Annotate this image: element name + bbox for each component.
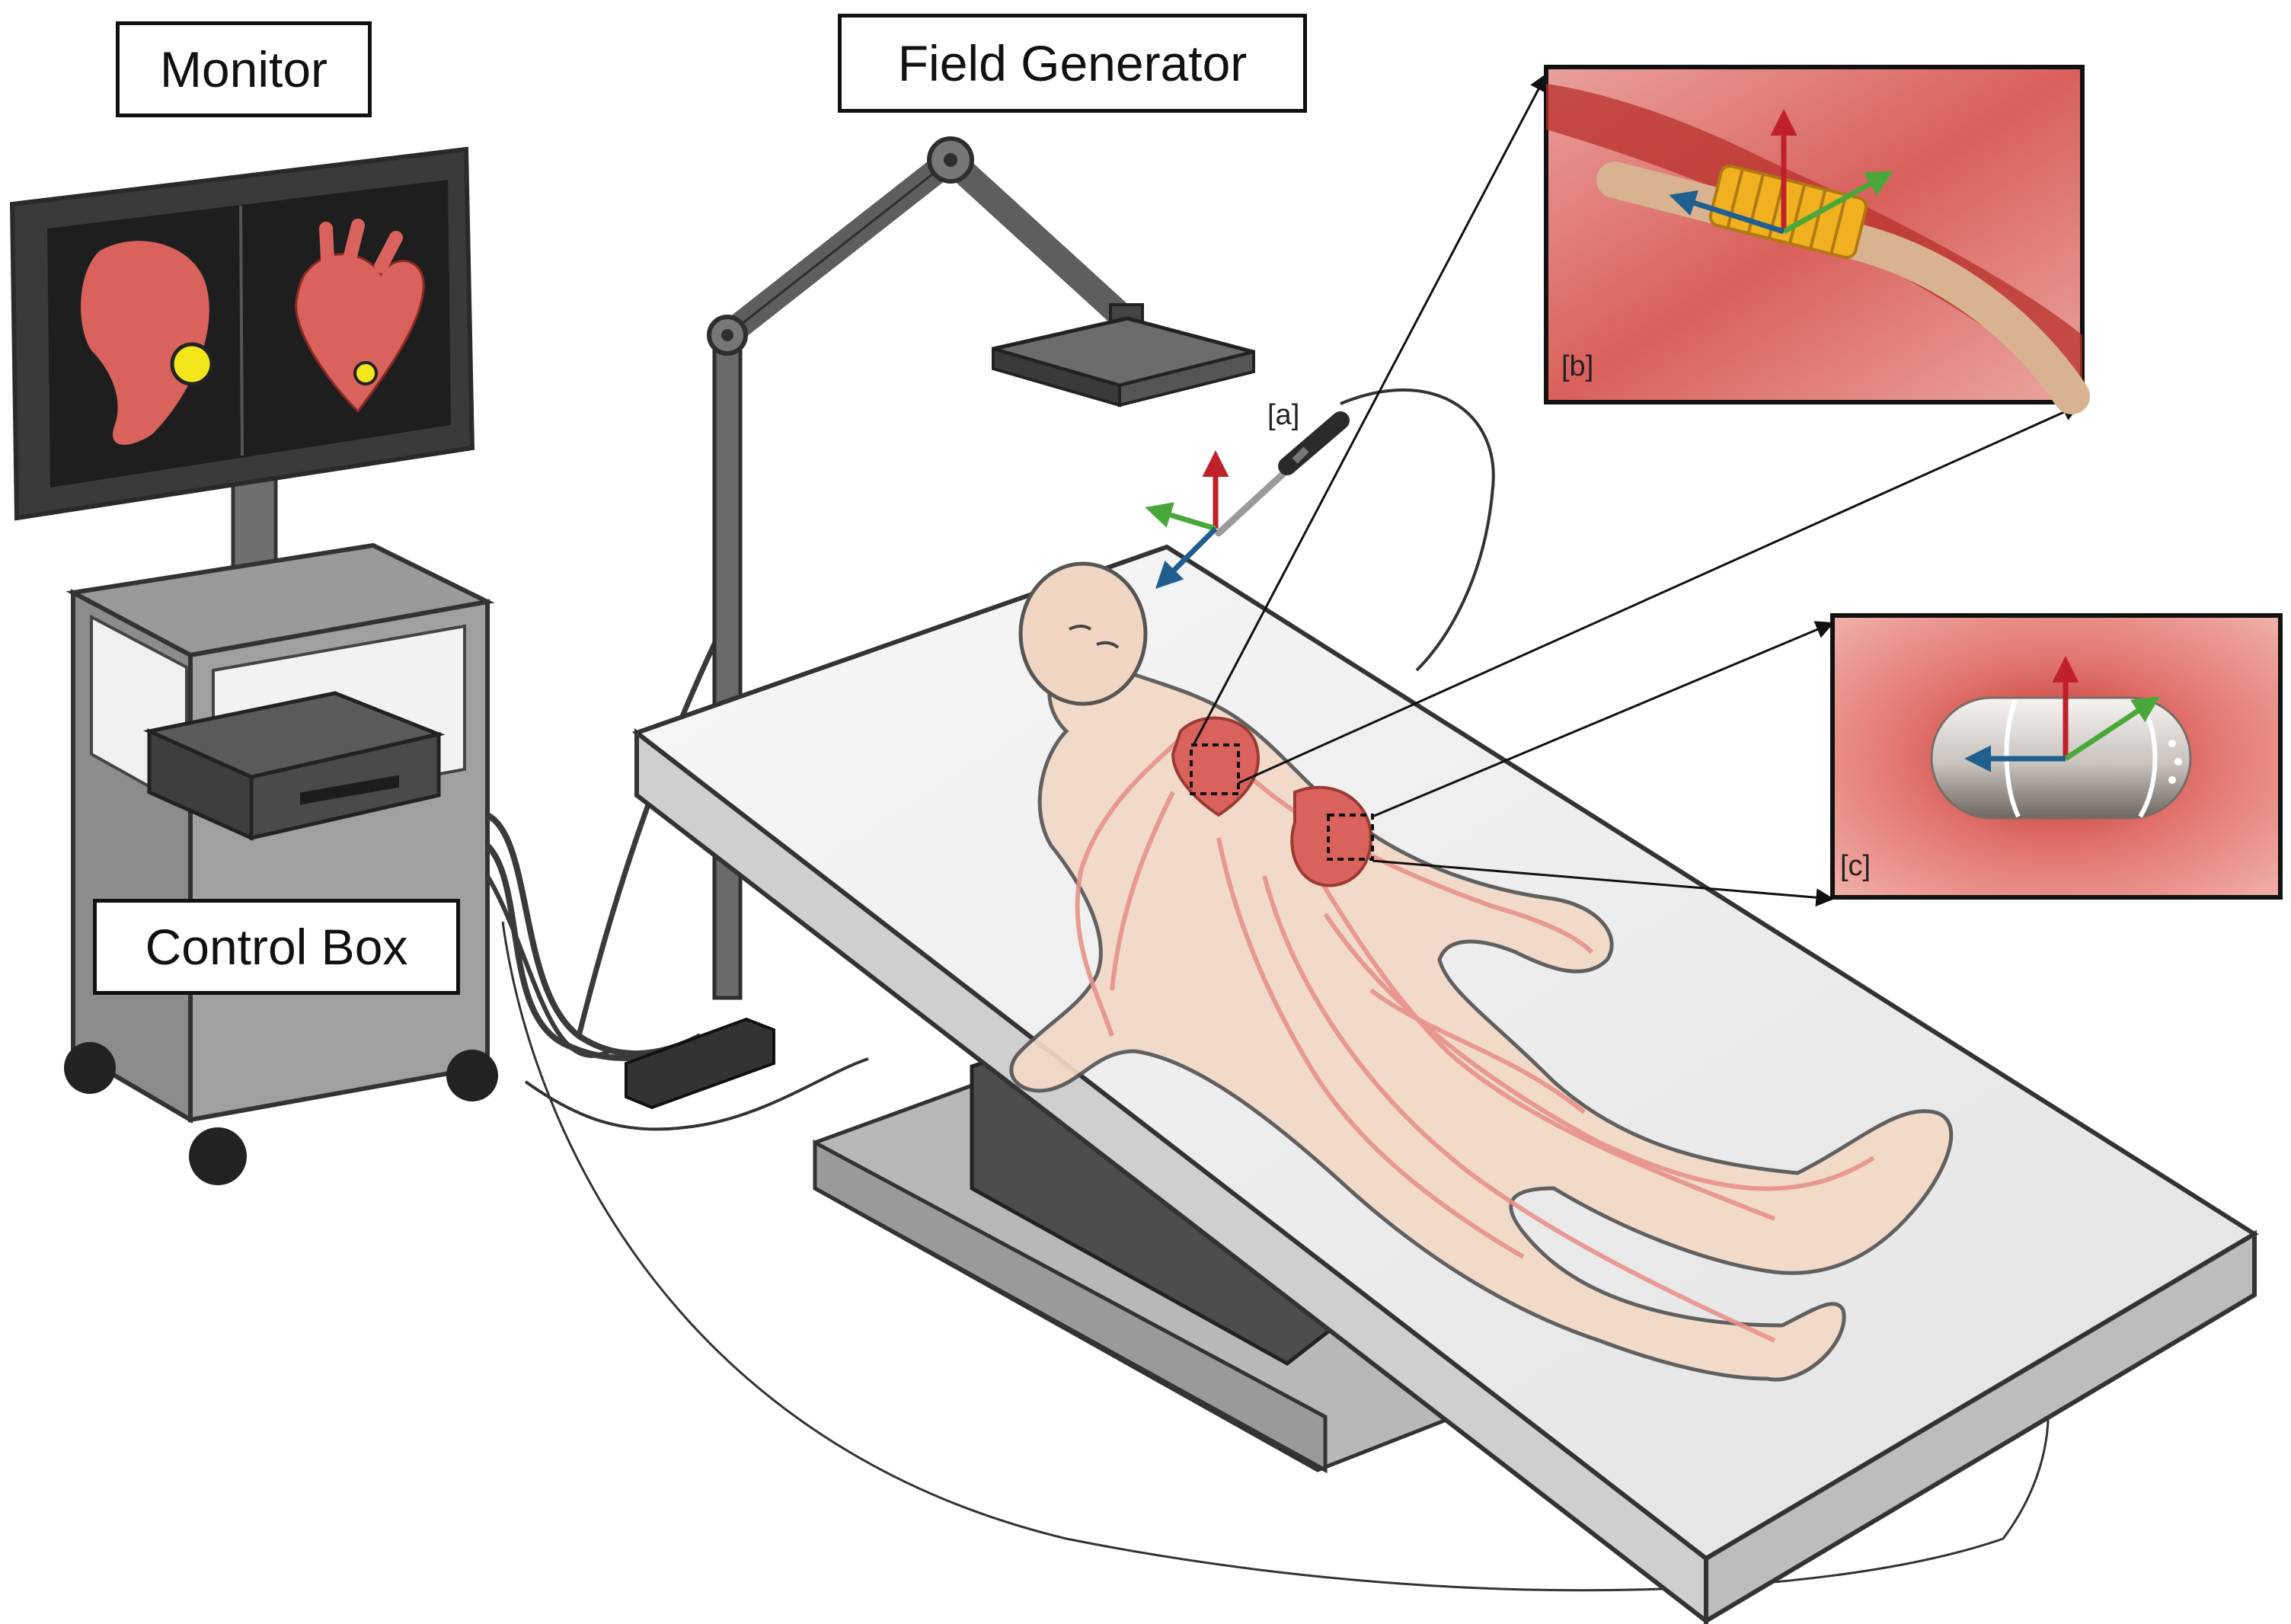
catheter [1596,161,2090,414]
coil-axis-y [1782,171,1894,235]
patient-body [1009,561,1954,1382]
sensor-coil [1708,165,1868,259]
cart-wheel [446,1050,498,1101]
field-generator-stand [625,136,1255,1110]
tracking-marker-small [353,361,378,385]
probe-cable [1340,388,1495,672]
coil-axis-x [1669,190,1785,235]
inset-c-capsule [1830,613,2283,900]
cart-wheel [64,1042,116,1094]
inset-b-catheter [1544,65,2090,414]
capsule-axis-y [2064,696,2160,761]
monitor-label: Monitor [116,21,372,117]
stomach-render-icon [81,241,209,445]
tag-c: [c] [1840,850,1871,882]
roi-heart-box [1190,743,1240,795]
vasculature [1075,729,1875,1343]
callout-lines [1191,72,2082,907]
probe-axis-x [1155,526,1218,589]
tag-a: [a] [1267,399,1300,431]
patient-head [1018,561,1148,706]
tracking-marker-large [170,342,214,386]
tracked-probe [1145,411,1350,589]
field-generator-label: Field Generator [838,14,1307,113]
control-box-label: Control Box [93,899,460,995]
roi-stomach-box [1327,814,1374,861]
probe-axis-y [1145,502,1217,532]
tag-b: [b] [1561,350,1594,382]
patient-stomach [1290,785,1373,887]
cart-wheel [189,1127,247,1185]
monitor-cart [9,146,498,1185]
